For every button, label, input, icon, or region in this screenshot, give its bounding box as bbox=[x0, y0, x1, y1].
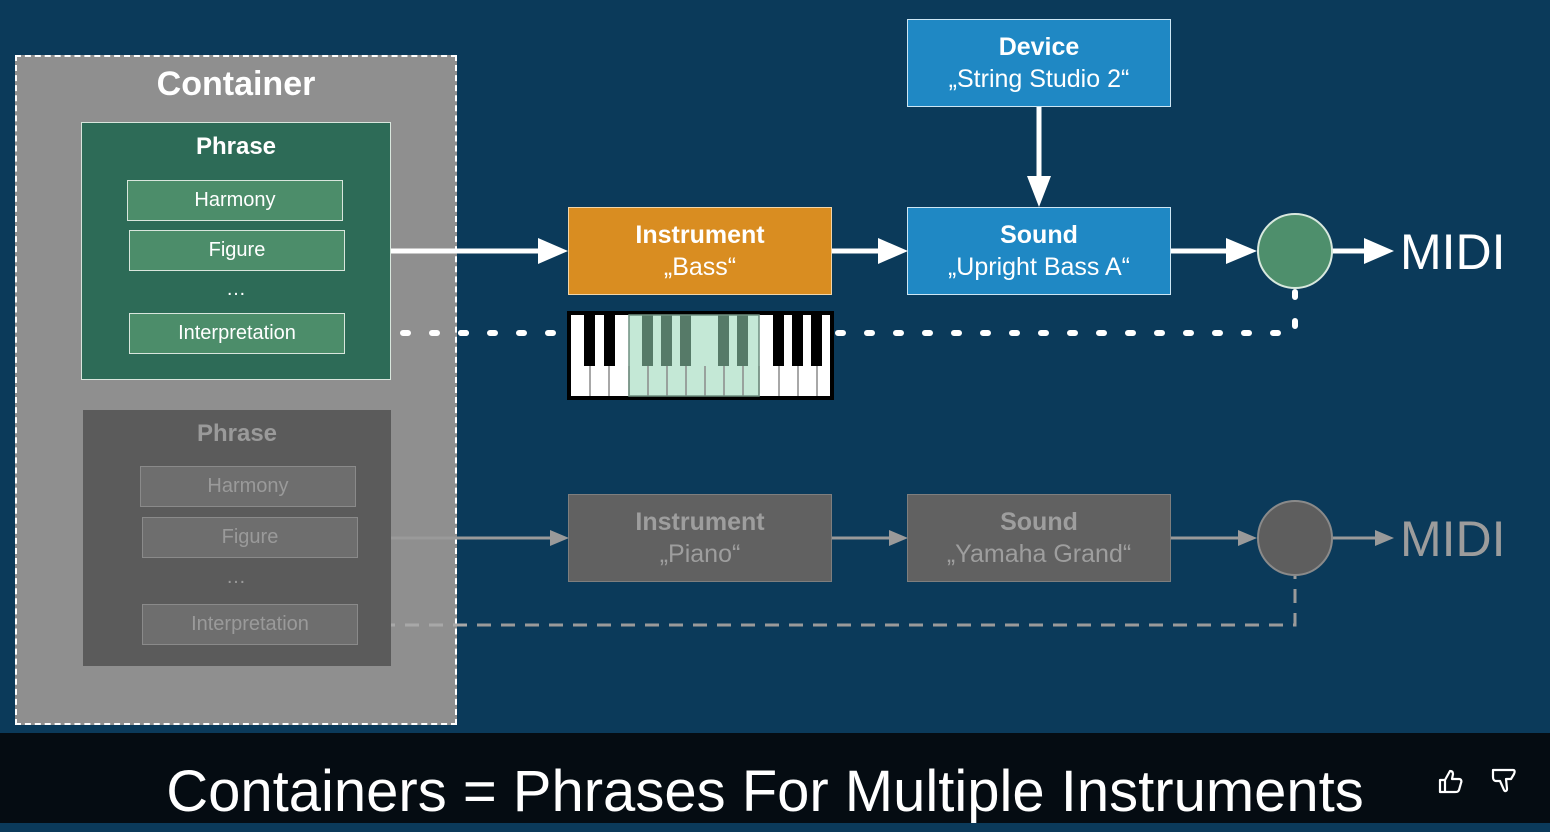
container-title: Container bbox=[156, 64, 316, 103]
sound2-title: Sound bbox=[1000, 508, 1078, 536]
slide-caption: Containers = Phrases For Multiple Instru… bbox=[166, 759, 1364, 824]
merge-node bbox=[1257, 213, 1333, 289]
phrase-item-ellipsis: … bbox=[226, 277, 248, 300]
sound2-name: „Yamaha Grand“ bbox=[946, 540, 1132, 568]
arrowhead-device bbox=[1027, 176, 1051, 207]
instrument2-title: Instrument bbox=[635, 508, 765, 536]
phrase-item-figure[interactable]: Figure bbox=[129, 230, 345, 271]
arrowhead-merge-2 bbox=[1238, 530, 1257, 546]
piano-keyboard-icon bbox=[567, 311, 834, 400]
arrowhead-merge bbox=[1226, 238, 1257, 264]
thumbs-down-icon bbox=[1491, 768, 1516, 793]
sound-node[interactable]: Sound „Upright Bass A“ bbox=[907, 207, 1171, 295]
sound-name: „Upright Bass A“ bbox=[947, 253, 1130, 281]
arrowhead-midi bbox=[1364, 238, 1394, 264]
phrase2-item-ellipsis: … bbox=[226, 565, 248, 588]
merge-node-2 bbox=[1257, 500, 1333, 576]
arrowhead-sound bbox=[878, 238, 908, 264]
phrase2-item-interpretation[interactable]: Interpretation bbox=[142, 604, 358, 645]
thumbs-up-button[interactable] bbox=[1432, 763, 1468, 799]
instrument-bass-node[interactable]: Instrument „Bass“ bbox=[568, 207, 832, 295]
phrase-inactive-title: Phrase bbox=[196, 420, 278, 447]
phrase-item-harmony[interactable]: Harmony bbox=[127, 180, 343, 221]
inactive-arrows bbox=[357, 500, 1394, 627]
instrument-name: „Bass“ bbox=[663, 253, 737, 281]
instrument-piano-node[interactable]: Instrument „Piano“ bbox=[568, 494, 832, 582]
piano-keyboard-graphic bbox=[571, 314, 830, 397]
phrase-item-interpretation[interactable]: Interpretation bbox=[129, 313, 345, 354]
arrowhead-instrument-2 bbox=[550, 530, 569, 546]
caption-bar bbox=[0, 733, 1550, 823]
thumbs-down-button[interactable] bbox=[1485, 763, 1521, 799]
instrument2-name: „Piano“ bbox=[659, 540, 741, 568]
device-node[interactable]: Device „String Studio 2“ bbox=[907, 19, 1171, 107]
phrase2-item-harmony[interactable]: Harmony bbox=[140, 466, 356, 507]
phrase2-item-figure[interactable]: Figure bbox=[142, 517, 358, 558]
range-highlight bbox=[628, 314, 760, 397]
midi-output-label-2: MIDI bbox=[1400, 511, 1506, 567]
device-name: „String Studio 2“ bbox=[948, 65, 1130, 93]
active-arrows bbox=[342, 107, 1394, 336]
arrowhead-instrument bbox=[538, 238, 568, 264]
phrase-active-title: Phrase bbox=[195, 133, 277, 160]
midi-output-label: MIDI bbox=[1400, 224, 1506, 280]
arrowhead-sound-2 bbox=[889, 530, 908, 546]
instrument-title: Instrument bbox=[635, 221, 765, 249]
interpretation-dashed-link-2 bbox=[357, 576, 1297, 627]
sound2-node[interactable]: Sound „Yamaha Grand“ bbox=[907, 494, 1171, 582]
sound-title: Sound bbox=[1000, 221, 1078, 249]
black-keys bbox=[584, 315, 822, 366]
thumbs-up-icon bbox=[1438, 769, 1463, 794]
arrowhead-midi-2 bbox=[1375, 530, 1394, 546]
device-title: Device bbox=[998, 33, 1080, 61]
